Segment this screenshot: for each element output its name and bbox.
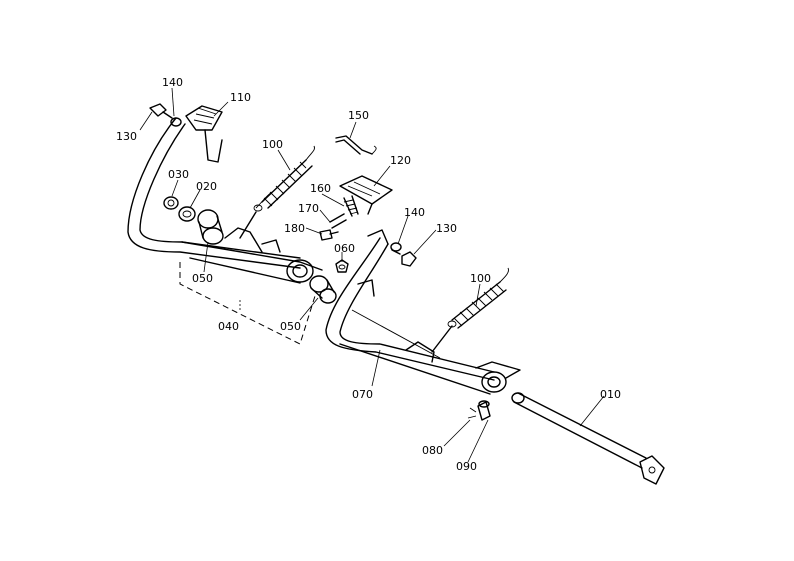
bushing-050-right xyxy=(309,275,337,304)
callout-080: 080 xyxy=(422,444,443,457)
callout-050-right: 050 xyxy=(280,320,301,333)
bolt-130-left xyxy=(149,103,182,127)
pin-170 xyxy=(329,213,347,229)
leader-lines xyxy=(139,87,605,463)
callout-100-lower: 100 xyxy=(470,272,491,285)
setscrew-080-090 xyxy=(467,400,491,421)
callout-170: 170 xyxy=(298,202,319,215)
spring-100-upper xyxy=(253,145,315,212)
callout-100-upper: 100 xyxy=(262,138,283,151)
washer-140-right xyxy=(390,242,402,252)
bushing-050-left xyxy=(197,209,224,245)
callout-070: 070 xyxy=(352,388,373,401)
callout-090: 090 xyxy=(456,460,477,473)
nut-060 xyxy=(335,259,349,273)
callout-030: 030 xyxy=(168,168,189,181)
bolt-130-right xyxy=(391,249,417,267)
spring-100-lower xyxy=(431,267,509,353)
callout-labels: 140 110 130 100 150 120 030 020 160 170 … xyxy=(116,76,621,473)
callout-180: 180 xyxy=(284,222,305,235)
callout-110: 110 xyxy=(230,91,251,104)
left-pedal-pad xyxy=(185,105,223,163)
group-040-bracket xyxy=(179,262,316,345)
callout-160: 160 xyxy=(310,182,331,195)
bolt-180 xyxy=(319,229,339,241)
right-pedal-arm-070 xyxy=(325,229,521,395)
spring-160 xyxy=(343,195,359,217)
washer-030 xyxy=(163,196,179,210)
shaft-010 xyxy=(511,392,665,485)
left-pedal-arm xyxy=(127,117,323,284)
rod-150 xyxy=(335,135,377,155)
latch-plate-120 xyxy=(339,175,393,215)
washer-020 xyxy=(178,206,196,222)
callout-020: 020 xyxy=(196,180,217,193)
callout-150: 150 xyxy=(348,109,369,122)
callout-130-left: 130 xyxy=(116,130,137,143)
callout-140-left: 140 xyxy=(162,76,183,89)
callout-060: 060 xyxy=(334,242,355,255)
callout-130-right: 130 xyxy=(436,222,457,235)
callout-120: 120 xyxy=(390,154,411,167)
callout-040: 040 xyxy=(218,320,239,333)
callout-050-left: 050 xyxy=(192,272,213,285)
callout-140-right: 140 xyxy=(404,206,425,219)
callout-010: 010 xyxy=(600,388,621,401)
